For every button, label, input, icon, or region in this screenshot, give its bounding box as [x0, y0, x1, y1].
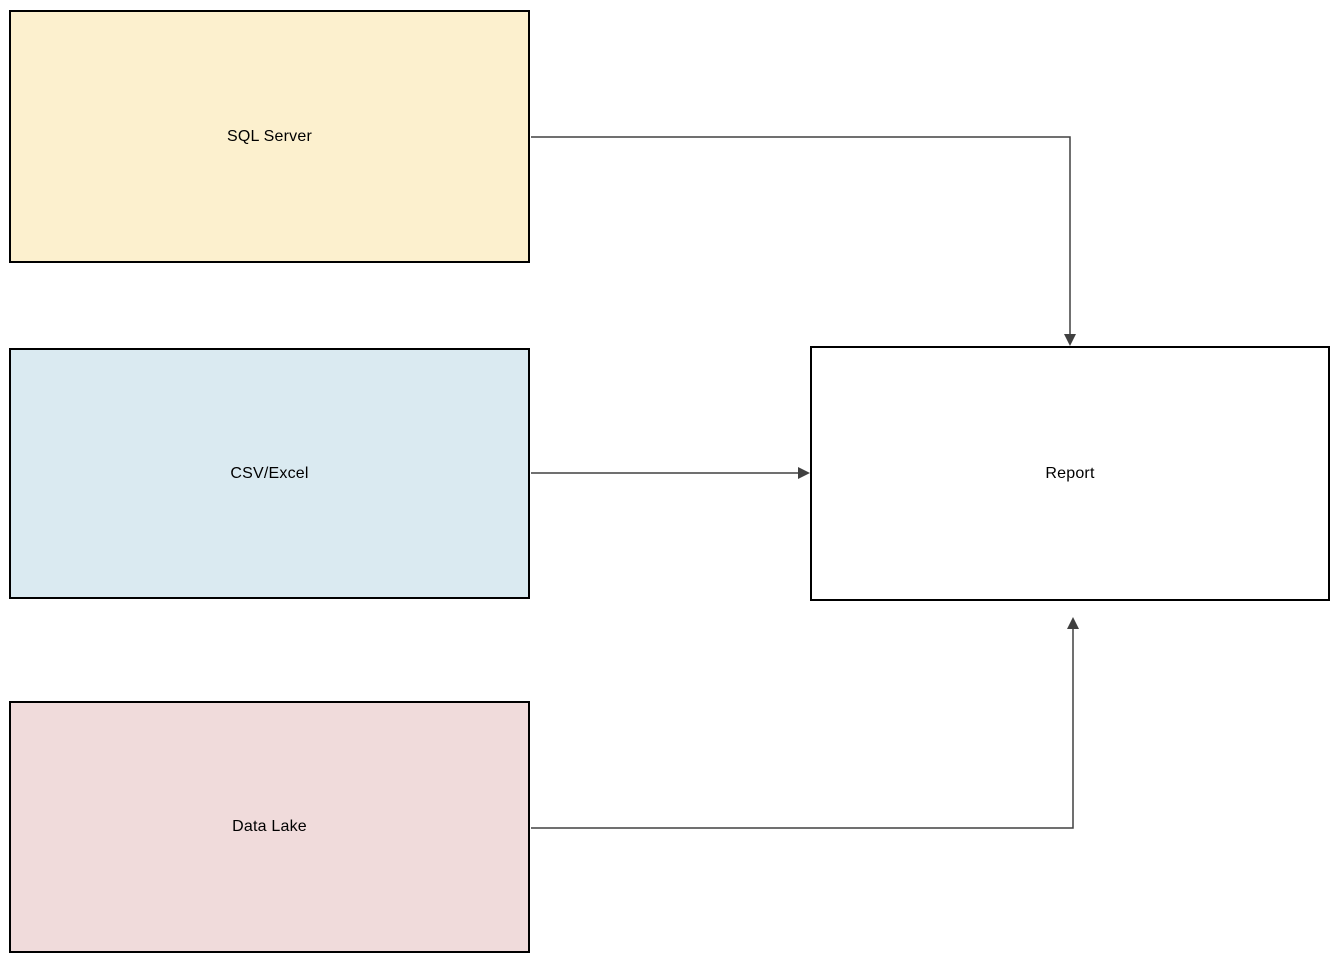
- edge-data-lake-to-report: [531, 617, 1079, 829]
- node-csv-excel-label: CSV/Excel: [230, 464, 309, 482]
- edge-sql-server-to-report-arrowhead: [1064, 334, 1076, 346]
- node-report: Report: [810, 346, 1330, 601]
- edge-data-lake-to-report-arrowhead: [1067, 617, 1079, 629]
- node-data-lake-label: Data Lake: [232, 818, 307, 835]
- edge-data-lake-to-report-line: [531, 628, 1074, 829]
- node-data-lake: Data Lake: [9, 701, 530, 953]
- edge-csv-excel-to-report-arrowhead: [798, 467, 810, 479]
- node-csv-excel: CSV/Excel: [9, 348, 530, 599]
- node-sql-server-label: SQL Server: [227, 127, 312, 145]
- node-sql-server: SQL Server: [9, 10, 530, 263]
- node-report-label: Report: [1045, 464, 1095, 482]
- edge-sql-server-to-report-line: [531, 136, 1071, 335]
- edge-csv-excel-to-report: [531, 467, 810, 479]
- edge-sql-server-to-report: [531, 136, 1076, 346]
